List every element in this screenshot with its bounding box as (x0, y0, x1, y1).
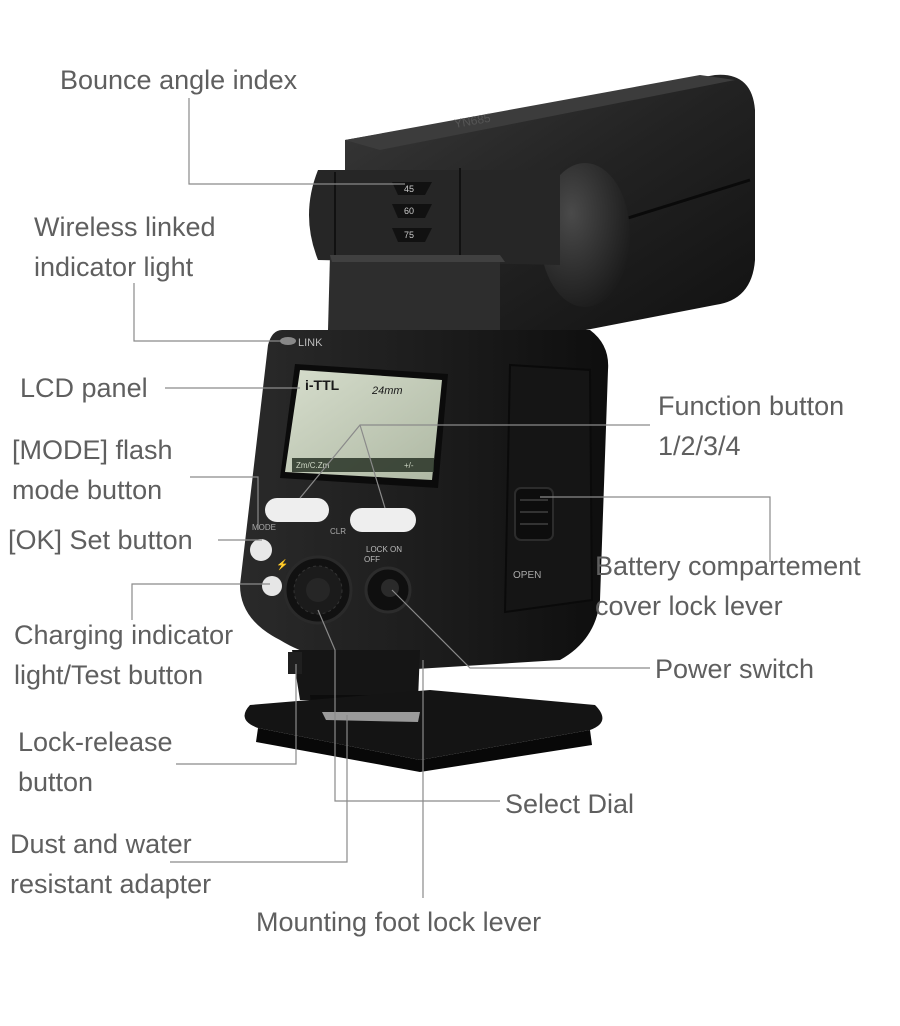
label-line: [MODE] flash (12, 435, 173, 465)
label-dust-water-adapter: Dust and water resistant adapter (10, 824, 211, 904)
battery-lock-lever (514, 487, 554, 541)
leader-power (391, 589, 650, 669)
label-line: 1/2/3/4 (658, 431, 741, 461)
label-line: Charging indicator (14, 620, 234, 650)
tilt-cylinder (309, 170, 560, 265)
lock-release-button[interactable] (288, 652, 302, 674)
angle-mark-60: 60 (404, 206, 414, 216)
angle-mark-45: 45 (404, 184, 414, 194)
leader-mode (190, 476, 259, 530)
label-mounting-foot-lock: Mounting foot lock lever (256, 907, 542, 937)
leader-lock-release (176, 664, 297, 765)
flash-unit: YN685 45 60 75 OPEN LINK (240, 74, 755, 772)
function-button-2[interactable] (350, 508, 416, 532)
clr-label: CLR (330, 527, 346, 536)
swivel-neck (328, 255, 500, 330)
leader-link (133, 283, 283, 342)
tilt-cylinder-end (540, 163, 630, 307)
flash-head-top (345, 75, 735, 150)
brand-text: YN685 (453, 111, 492, 131)
ok-button[interactable] (250, 539, 272, 561)
lcd-zoom: 24mm (371, 385, 403, 397)
label-ok-button: [OK] Set button (8, 525, 193, 555)
lcd-softkey-4: +/- (404, 461, 414, 470)
label-line: Battery compartement (595, 551, 861, 581)
label-lcd-panel: LCD panel (20, 373, 148, 403)
select-dial[interactable] (283, 555, 353, 625)
leader-dust (170, 715, 348, 863)
label-select-dial: Select Dial (505, 789, 635, 819)
label-lock-release: Lock-release button (18, 722, 173, 802)
label-power-switch: Power switch (655, 654, 815, 684)
label-line: resistant adapter (10, 869, 212, 899)
head-groove (627, 178, 751, 220)
label-line: Wireless linked (34, 212, 216, 242)
mounting-foot-collar (292, 650, 420, 700)
lcd-mode: i-TTL (305, 377, 340, 393)
link-label: LINK (298, 337, 323, 349)
label-battery-cover-lock: Battery compartement cover lock lever (595, 546, 861, 626)
label-line: indicator light (34, 252, 194, 282)
label-mode-button: [MODE] flash mode button (12, 430, 173, 510)
angle-mark-75: 75 (404, 230, 414, 240)
battery-open-text: OPEN (513, 570, 541, 581)
lock-on-label: LOCK ON (366, 545, 402, 554)
label-wireless-linked-indicator: Wireless linked indicator light (34, 207, 216, 287)
label-line: Function button (658, 391, 845, 421)
lcd-softkey-1: Zm/C.Zm (296, 461, 330, 470)
svg-text:⚡: ⚡ (276, 558, 288, 571)
function-button-1[interactable] (265, 498, 329, 522)
leader-select-dial (317, 609, 500, 802)
label-line: cover lock lever (595, 591, 783, 621)
label-bounce-angle-index: Bounce angle index (60, 65, 298, 95)
leader-bounce-angle (188, 98, 405, 185)
link-indicator-light (280, 337, 296, 345)
leader-charging (131, 583, 270, 620)
label-line: button (18, 767, 94, 797)
leader-lines (131, 98, 771, 898)
mode-label: MODE (252, 523, 276, 532)
bounce-angle-marks: 45 60 75 (392, 182, 432, 242)
off-label: OFF (364, 555, 380, 564)
leader-function-2 (359, 424, 386, 509)
test-button[interactable] (262, 576, 282, 596)
leader-battery (540, 496, 771, 562)
label-line: light/Test button (14, 660, 204, 690)
label-line: Dust and water (10, 829, 192, 859)
label-line: mode button (12, 475, 163, 505)
label-function-button: Function button 1/2/3/4 (658, 386, 844, 466)
label-line: Lock-release (18, 727, 173, 757)
label-charging-indicator: Charging indicator light/Test button (14, 615, 233, 695)
